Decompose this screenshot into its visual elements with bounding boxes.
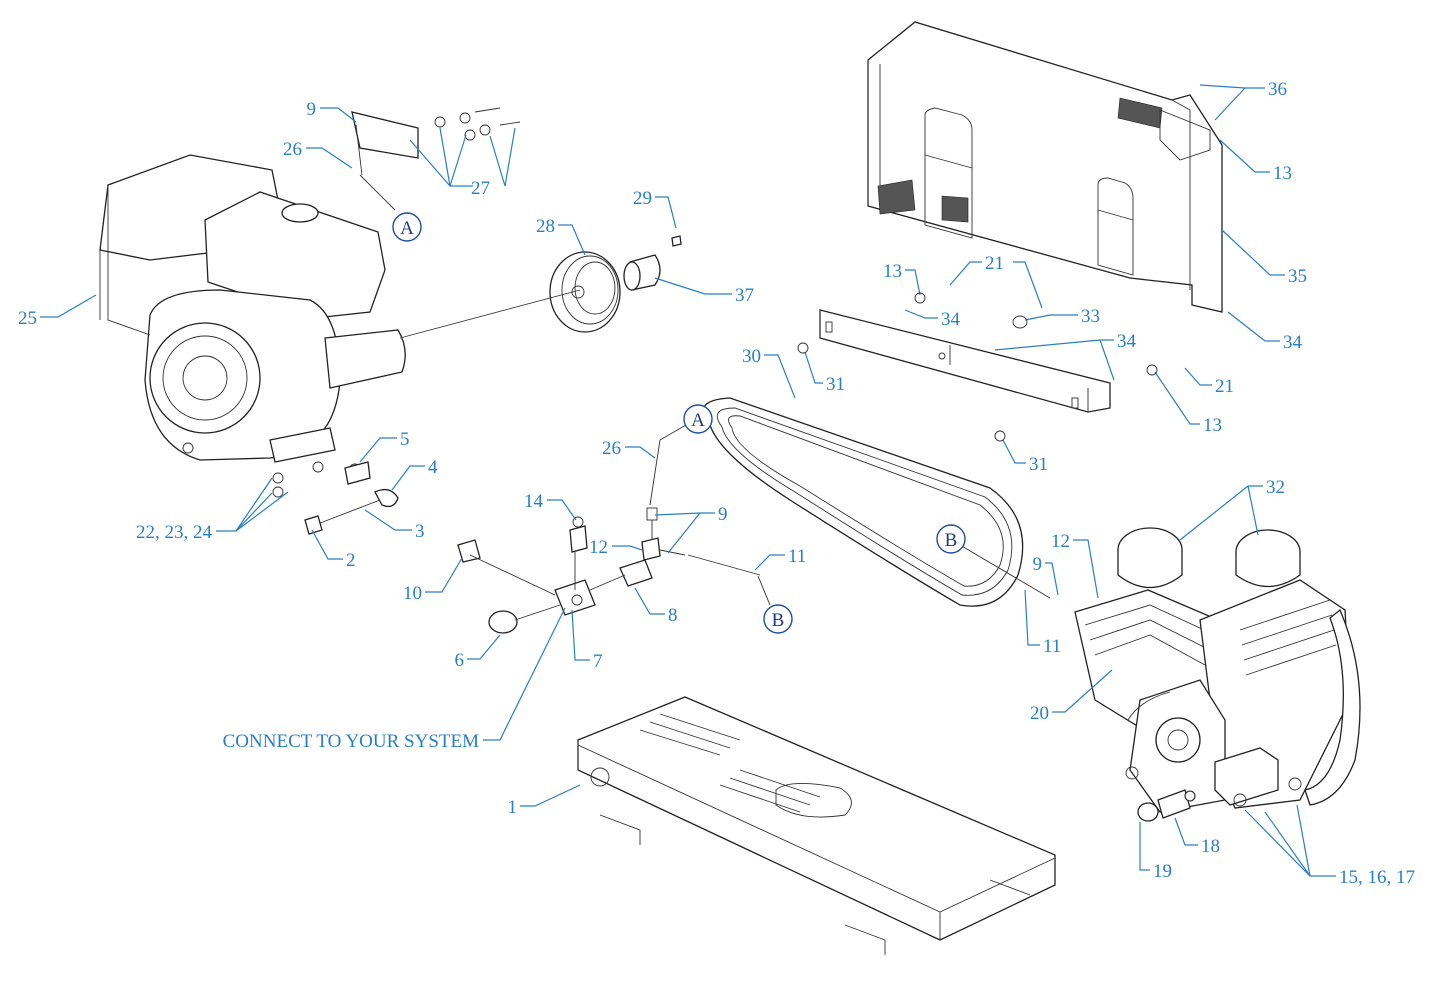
- callout-7: 7: [593, 651, 603, 672]
- callout-15-16-17: 15, 16, 17: [1339, 867, 1415, 888]
- callout-connect-to-your-system: CONNECT TO YOUR SYSTEM: [223, 731, 479, 752]
- callout-11-center: 11: [788, 546, 806, 567]
- callout-9-top: 9: [307, 99, 317, 120]
- callout-27: 27: [471, 178, 490, 199]
- callout-12-right: 12: [1051, 531, 1070, 552]
- callout-29: 29: [633, 188, 652, 209]
- leader-lines: [40, 84, 1336, 877]
- callout-20: 20: [1030, 703, 1049, 724]
- callout-2: 2: [346, 550, 356, 571]
- callout-25: 25: [18, 308, 37, 329]
- callout-33: 33: [1081, 306, 1100, 327]
- callout-22-23-24: 22, 23, 24: [136, 522, 213, 543]
- engine-drawing: [99, 154, 406, 473]
- callout-1: 1: [508, 797, 518, 818]
- connector-circle-b-center: [763, 604, 793, 634]
- connector-a-top: A: [400, 218, 414, 239]
- callout-28: 28: [536, 216, 555, 237]
- callout-37: 37: [735, 285, 754, 306]
- connector-circle-b-right: [936, 524, 966, 554]
- callout-30: 30: [742, 346, 761, 367]
- callout-13-top-right: 13: [1273, 163, 1292, 184]
- callout-34-left: 34: [941, 309, 961, 330]
- callout-13-right: 13: [1203, 415, 1222, 436]
- callout-8: 8: [668, 605, 678, 626]
- callout-21-right: 21: [1215, 376, 1234, 397]
- callout-31-lower: 31: [1029, 454, 1048, 475]
- center-fittings-drawing: [457, 439, 761, 634]
- connector-a-center: A: [691, 410, 705, 431]
- callout-35: 35: [1288, 266, 1307, 287]
- callout-34-right: 34: [1283, 332, 1303, 353]
- callout-10: 10: [403, 583, 422, 604]
- connector-circle-a-top: [392, 212, 422, 242]
- throttle-linkage-drawing: [351, 107, 521, 176]
- callout-26-top: 26: [283, 139, 302, 160]
- callout-32: 32: [1266, 477, 1285, 498]
- callout-3: 3: [415, 521, 425, 542]
- pulley-drawing: [549, 235, 682, 333]
- callout-13-left: 13: [883, 261, 902, 282]
- connector-b-right: B: [945, 530, 958, 551]
- callout-12-center: 12: [589, 537, 608, 558]
- connector-b-center: B: [772, 610, 785, 631]
- base-plate-drawing: [577, 696, 1056, 955]
- callout-4: 4: [428, 457, 438, 478]
- compressor-pump-drawing: [1074, 527, 1361, 813]
- callout-11-right: 11: [1043, 636, 1061, 657]
- callout-6: 6: [455, 650, 465, 671]
- connector-circle-a-center: [683, 404, 713, 434]
- callout-14: 14: [524, 491, 544, 512]
- callout-5: 5: [400, 429, 410, 450]
- callout-19: 19: [1153, 861, 1172, 882]
- callout-21-top: 21: [985, 253, 1004, 274]
- callout-26-center: 26: [602, 438, 621, 459]
- callout-9-right: 9: [1033, 554, 1043, 575]
- callout-9-center: 9: [718, 504, 728, 525]
- callout-31-top: 31: [826, 374, 845, 395]
- callout-18: 18: [1201, 836, 1220, 857]
- drain-fittings-drawing: [1137, 789, 1196, 822]
- v-belt-drawing: [702, 397, 1024, 607]
- callout-36: 36: [1268, 79, 1287, 100]
- engine-mount-bolts-drawing: [272, 461, 399, 535]
- callout-34-middle: 34: [1117, 331, 1137, 352]
- belt-guard-drawing: [867, 21, 1223, 313]
- belt-guard-bracket-drawing: [819, 309, 1111, 413]
